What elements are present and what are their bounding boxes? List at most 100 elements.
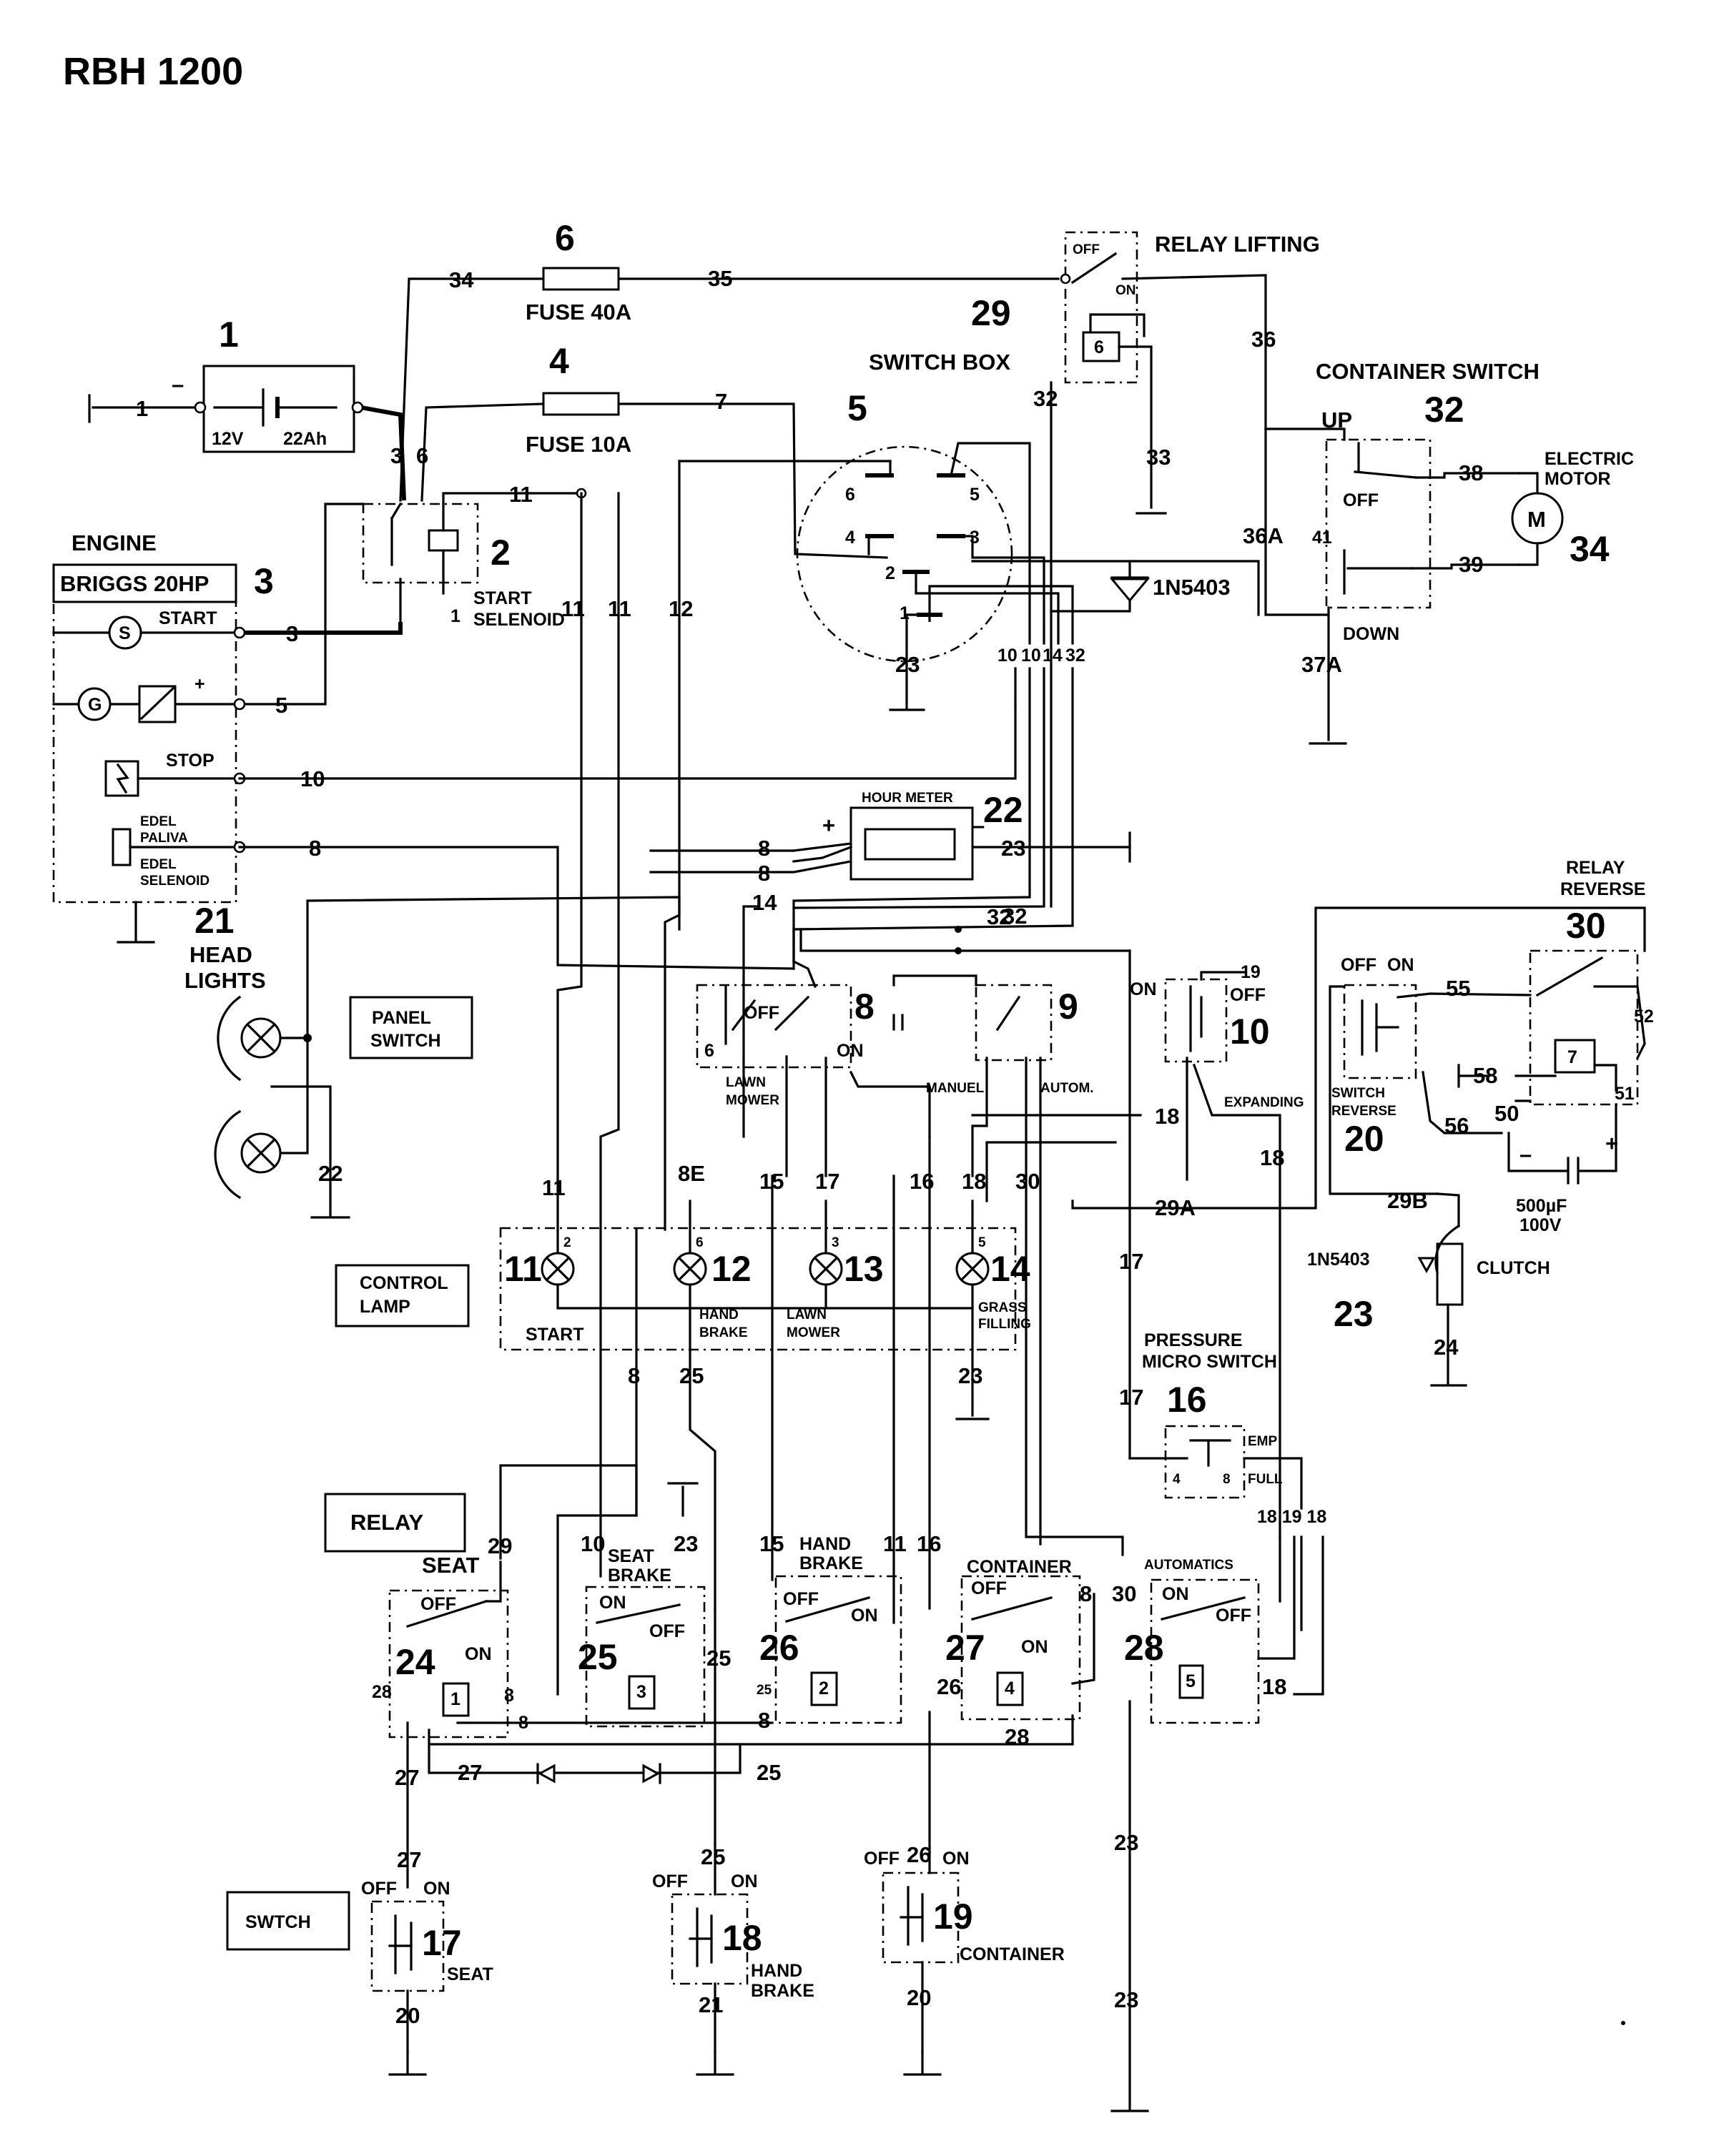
wire-label: 25 [701, 1844, 725, 1869]
lamp-number: 13 [844, 1249, 884, 1289]
relay-seat-brake-2: BRAKE [608, 1566, 671, 1586]
wire-label: 20 [395, 2003, 420, 2028]
panel-switch-label-box: PANEL SWITCH [349, 996, 473, 1059]
ignition-pin: 2 [885, 563, 895, 583]
wire-label: 58 [1473, 1063, 1497, 1088]
selenoid-label-2: SELENOID [473, 610, 565, 630]
ignition-number: 5 [847, 388, 867, 428]
control-lamps: CONTROL LAMP 11 8E 15 17 16 18 30 11 2 S… [335, 1104, 1317, 1696]
hour-meter-number: 22 [983, 790, 1023, 830]
relay-automatics-label: AUTOMATICS [1144, 1558, 1233, 1573]
relay-number: 26 [759, 1628, 799, 1668]
wire-label: 34 [449, 267, 474, 292]
wire-label: 18 19 18 [1257, 1507, 1326, 1527]
wire-label: 21 [699, 1992, 723, 2017]
wire-label: 24 [1434, 1335, 1459, 1360]
wire-label: 26 [907, 1842, 931, 1867]
wire-label: 14 [1043, 646, 1063, 666]
selenoid-pin: 1 [450, 606, 460, 626]
fuse-10a-label: FUSE 10A [526, 432, 631, 457]
relay-number: 27 [945, 1628, 985, 1668]
relay-label: RELAY [350, 1510, 424, 1535]
wire-label: 23 [1114, 1830, 1138, 1855]
selenoid-number: 2 [491, 533, 511, 573]
panel-switch-8-number: 8 [854, 986, 875, 1027]
relay-seat-label: SEAT [422, 1553, 479, 1578]
container-switch-number: 32 [1424, 390, 1464, 430]
lamp-pin: 6 [696, 1235, 704, 1250]
wire-label: 26 [937, 1674, 961, 1699]
pressure-pin: 4 [1173, 1472, 1181, 1487]
relay-coil: 5 [1186, 1671, 1196, 1691]
diode-label: 1N5403 [1153, 575, 1231, 600]
lamp-pin: 5 [978, 1235, 986, 1250]
engine-stop: STOP [166, 751, 215, 771]
wire-label: 38 [1459, 460, 1483, 485]
start-selenoid: 2 11 START SELENOID 1 [362, 482, 587, 631]
relay-on: ON [465, 1644, 492, 1664]
wire-label: 32 [987, 904, 1011, 929]
motor-label-1: ELECTRIC [1545, 449, 1634, 469]
switch-10: ON OFF 10 EXPANDING 19 18 [1130, 962, 1304, 1538]
relay-coil: 2 [819, 1678, 829, 1698]
wire-label: 52 [1634, 1007, 1654, 1027]
wire-label: 23 [1114, 1987, 1138, 2012]
lamp-label: FILLING [978, 1317, 1031, 1332]
lamp-number: 14 [990, 1249, 1030, 1289]
wire-label: 18 [962, 1169, 986, 1194]
wire-label: 30 [1015, 1169, 1040, 1194]
clutch-label: CLUTCH [1477, 1258, 1550, 1278]
container-switch-pin: 41 [1312, 528, 1332, 548]
wire-label: 10 [581, 1531, 605, 1556]
wire-label: 50 [1494, 1101, 1519, 1126]
wire-label: 25 [757, 1683, 772, 1698]
wire-label: 23 [895, 652, 920, 677]
hour-meter-plus: + [822, 813, 835, 838]
hour-meter-label: HOUR METER [862, 791, 953, 806]
relay-on: ON [1021, 1637, 1048, 1657]
engine-start: START [159, 608, 217, 628]
wire-label: 32 [1003, 904, 1027, 929]
wire-label: 12 [669, 596, 693, 621]
switch-on: ON [731, 1871, 758, 1892]
bottom-switch-label: BRAKE [751, 1981, 814, 2001]
relay-container-label: CONTAINER [967, 1557, 1072, 1577]
cap-value: 500µF [1516, 1196, 1567, 1216]
bottom-switch-number: 19 [933, 1897, 973, 1937]
engine-plus: + [194, 674, 205, 694]
headlights: 21 HEAD LIGHTS 22 [184, 896, 681, 1219]
relay-seat-brake-1: SEAT [608, 1546, 654, 1566]
clutch-diode: 1N5403 [1307, 1250, 1370, 1270]
wire-label: 37A [1301, 652, 1342, 677]
wire-label: 3 [390, 443, 403, 468]
wire-label: 14 [752, 890, 777, 915]
wire-label: 25 [757, 1760, 781, 1785]
wire-label: 29A [1155, 1195, 1196, 1220]
control-lamp-label-1: CONTROL [360, 1273, 448, 1293]
bottom-switch-number: 17 [422, 1923, 462, 1963]
wire-label: 23 [674, 1531, 698, 1556]
engine-edel-4: SELENOID [140, 874, 210, 889]
wire-label: 11 [542, 1175, 566, 1200]
engine-number: 3 [254, 561, 274, 601]
ignition-pin: 6 [845, 485, 855, 505]
container-switch-down: DOWN [1343, 624, 1399, 644]
relay-reverse-label-1: RELAY [1566, 858, 1625, 878]
switch-on: ON [423, 1879, 450, 1899]
switch-reverse-label-1: SWITCH [1331, 1086, 1385, 1101]
switch-10-off: OFF [1230, 985, 1266, 1005]
switch-10-number: 10 [1230, 1012, 1270, 1052]
relay-hand-brake-2: BRAKE [799, 1553, 863, 1573]
selenoid-label-1: START [473, 588, 531, 608]
wire-label: 27 [395, 1765, 419, 1790]
wire-label: 51 [1615, 1084, 1635, 1104]
wire-label: 6 [416, 443, 428, 468]
top-wiring: 34 35 7 1 3 6 [88, 266, 1060, 559]
wire-label: 8 [309, 836, 321, 861]
engine-s: S [119, 623, 131, 643]
relay-coil: 1 [450, 1689, 460, 1709]
switch-off: OFF [652, 1871, 688, 1892]
relay-reverse-coil: 7 [1567, 1047, 1577, 1067]
wire-label: 1 [136, 396, 148, 421]
